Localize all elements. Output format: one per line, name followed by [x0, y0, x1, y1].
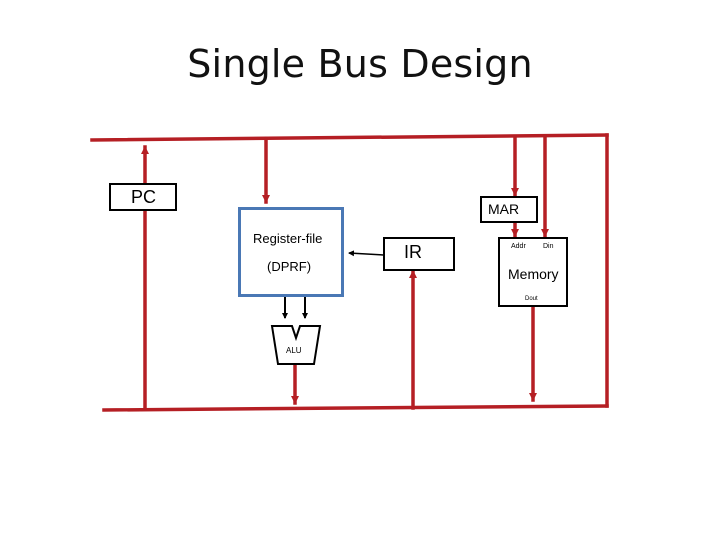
register-file-block	[238, 207, 344, 297]
ir-to-register-file-wire	[348, 250, 385, 257]
memory-label: Memory	[508, 266, 559, 282]
register-file-label: Register-file	[253, 231, 323, 246]
alu-label: ALU	[286, 346, 302, 355]
memory-dout-port-label: Dout	[525, 296, 538, 302]
memory-block	[498, 237, 568, 307]
mar-register	[480, 196, 538, 223]
ir-register	[383, 237, 455, 271]
bottom-bus	[102, 404, 609, 412]
pc-label: PC	[131, 187, 157, 207]
mar-label: MAR	[488, 201, 520, 217]
page-title: Single Bus Design	[187, 42, 533, 86]
memory-din-port-label: Din	[543, 243, 554, 250]
alu-block	[270, 325, 322, 365]
top-bus	[90, 133, 609, 142]
memory-addr-port-label: Addr	[511, 243, 526, 250]
register-file-sublabel: (DPRF)	[267, 259, 312, 274]
ir-label: IR	[404, 242, 422, 262]
pc-register	[109, 183, 177, 211]
